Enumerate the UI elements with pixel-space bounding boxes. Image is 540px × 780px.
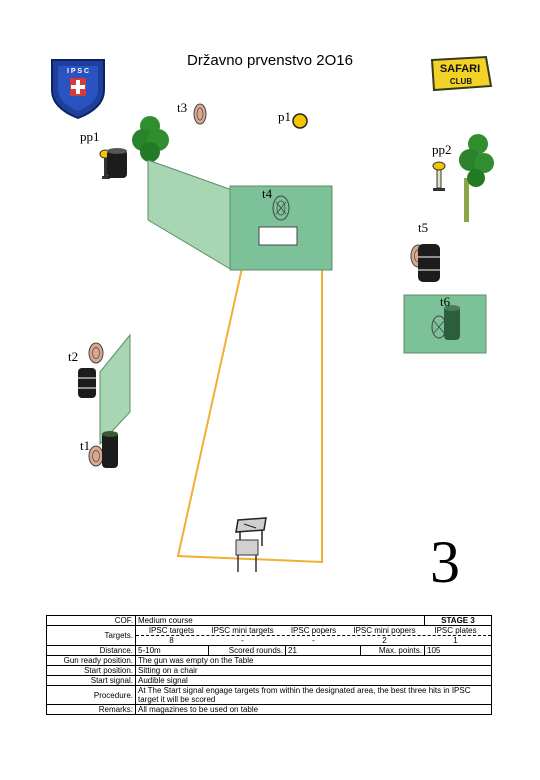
label-pp1: pp1 xyxy=(80,129,100,144)
cof-value: Medium course xyxy=(135,615,425,626)
targets-head-2: IPSC popers xyxy=(290,626,337,635)
table xyxy=(235,517,267,548)
tree-right xyxy=(459,134,494,222)
targets-values: 8 - - 2 1 xyxy=(136,636,491,645)
remarks-key: Remarks: xyxy=(46,704,136,715)
targets-value-3: 2 xyxy=(382,636,387,645)
cof-key: COF. xyxy=(46,615,136,626)
targets-value-0: 8 xyxy=(169,636,174,645)
targets-head-4: IPSC plates xyxy=(434,626,477,635)
fault-line xyxy=(176,267,323,564)
window-port xyxy=(258,226,298,246)
label-pp2: pp2 xyxy=(432,142,452,157)
target-t6 xyxy=(431,315,447,339)
startsig-key: Start signal. xyxy=(46,675,136,686)
targets-value-4: 1 xyxy=(453,636,458,645)
mini-popper-pp2 xyxy=(432,161,446,191)
targets-headers: IPSC targets IPSC mini targets IPSC pope… xyxy=(136,626,491,636)
max-key: Max. points. xyxy=(360,645,425,656)
procedure-key: Procedure. xyxy=(46,685,136,705)
barrel-t6 xyxy=(444,305,460,340)
safari-logo-line2: CLUB xyxy=(450,77,472,86)
page-title: Državno prvenstvo 2O16 xyxy=(187,52,353,69)
max-value: 105 xyxy=(424,645,492,656)
remarks-value: All magazines to be used on table xyxy=(135,704,492,715)
stage-number: 3 xyxy=(430,529,460,595)
label-t1: t1 xyxy=(80,438,91,453)
wall-left xyxy=(147,159,233,271)
label-t5: t5 xyxy=(418,220,429,235)
stage-label: STAGE 3 xyxy=(424,615,492,626)
popper-p1 xyxy=(292,113,308,129)
distance-key: Distance. xyxy=(46,645,136,656)
distance-value: 5-10m xyxy=(135,645,209,656)
targets-key: Targets. xyxy=(46,625,136,646)
chair xyxy=(235,539,259,572)
label-p1: p1 xyxy=(278,109,291,124)
ipsc-serbia-shield-logo: I P S C xyxy=(51,59,105,120)
targets-head-0: IPSC targets xyxy=(148,626,195,635)
startsig-value: Audible signal xyxy=(135,675,492,686)
targets-value-2: - xyxy=(312,636,315,645)
gunready-key: Gun ready position. xyxy=(46,655,136,666)
safari-logo-line1: SAFARI xyxy=(440,63,480,75)
gunready-value: The gun was empty on the Table xyxy=(135,655,492,666)
target-t3 xyxy=(193,103,207,125)
targets-head-3: IPSC mini popers xyxy=(353,626,416,635)
scored-value: 21 xyxy=(285,645,361,656)
targets-head-1: IPSC mini targets xyxy=(211,626,274,635)
procedure-value: At The Start signal engage targets from … xyxy=(135,685,492,705)
targets-value-1: - xyxy=(241,636,244,645)
startpos-key: Start position. xyxy=(46,665,136,676)
safari-club-logo: SAFARI CLUB xyxy=(430,55,493,92)
target-t4 xyxy=(272,195,290,221)
label-t4: t4 xyxy=(262,186,273,201)
targets-cell: IPSC targets IPSC mini targets IPSC pope… xyxy=(135,625,492,646)
target-t1 xyxy=(88,445,104,467)
barrel-t1 xyxy=(102,431,118,468)
stage-info-table: COF. Medium course STAGE 3 Targets. IPSC… xyxy=(46,615,492,715)
target-t2 xyxy=(88,342,104,364)
shield-logo-text: I P S C xyxy=(67,68,89,75)
label-t6: t6 xyxy=(440,294,451,309)
barrel-t5 xyxy=(418,244,440,282)
label-t3: t3 xyxy=(177,100,188,115)
stage-diagram: I P S C SAFARI CLUB xyxy=(51,55,494,572)
wall-t2 xyxy=(99,333,131,446)
startpos-value: Sitting on a chair xyxy=(135,665,492,676)
barrel-t2 xyxy=(78,368,96,398)
scored-key: Scored rounds. xyxy=(208,645,286,656)
label-t2: t2 xyxy=(68,349,79,364)
barrel-pp1 xyxy=(107,148,127,178)
